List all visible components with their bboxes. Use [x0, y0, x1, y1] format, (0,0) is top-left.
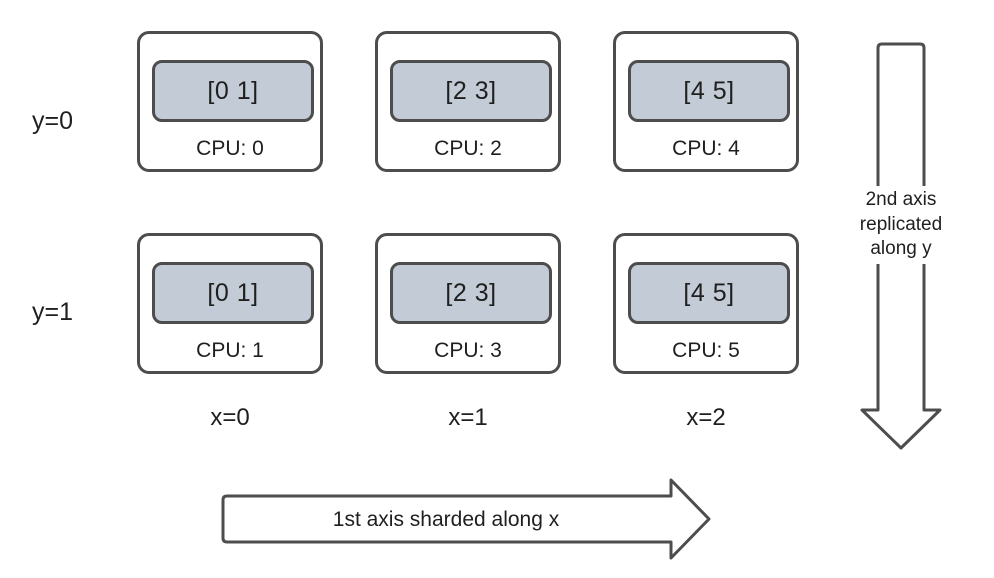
horizontal-arrow-caption: 1st axis sharded along x: [332, 508, 560, 531]
vertical-arrow-caption: 2nd axis replicated along y: [831, 186, 971, 264]
horizontal-sharding-arrow: [221, 478, 711, 560]
cpu-card-y0-x2[interactable]: [4 5] CPU: 4: [613, 31, 799, 172]
col-label-x2: x=2: [686, 404, 726, 431]
row-label-y0: y=0: [32, 107, 74, 135]
vertical-arrow-caption-line3: along y: [870, 238, 932, 259]
shard-chip: [4 5]: [628, 262, 790, 324]
shard-chip-label: [4 5]: [683, 76, 735, 105]
cpu-caption: CPU: 1: [196, 339, 264, 362]
shard-chip-label: [2 3]: [445, 76, 497, 105]
cpu-caption: CPU: 5: [672, 339, 740, 362]
cpu-card-y1-x1[interactable]: [2 3] CPU: 3: [375, 233, 561, 374]
shard-chip: [4 5]: [628, 60, 790, 122]
vertical-arrow-caption-line2: replicated: [859, 213, 943, 235]
cpu-caption: CPU: 4: [672, 137, 740, 160]
shard-chip: [0 1]: [152, 60, 314, 122]
cpu-caption: CPU: 0: [196, 137, 264, 160]
col-label-x0: x=0: [210, 404, 250, 431]
shard-chip: [2 3]: [390, 60, 552, 122]
shard-chip-label: [0 1]: [207, 76, 259, 105]
row-label-y1: y=1: [32, 298, 74, 326]
horizontal-arrow-shape: [221, 478, 711, 560]
cpu-caption: CPU: 2: [434, 137, 502, 160]
cpu-card-y0-x1[interactable]: [2 3] CPU: 2: [375, 31, 561, 172]
vertical-arrow-caption-line1: 2nd axis: [865, 189, 937, 210]
shard-chip-label: [0 1]: [207, 278, 259, 307]
col-label-x1: x=1: [448, 404, 488, 431]
cpu-card-y1-x0[interactable]: [0 1] CPU: 1: [137, 233, 323, 374]
shard-chip: [0 1]: [152, 262, 314, 324]
shard-chip: [2 3]: [390, 262, 552, 324]
cpu-card-y1-x2[interactable]: [4 5] CPU: 5: [613, 233, 799, 374]
shard-chip-label: [2 3]: [445, 278, 497, 307]
shard-chip-label: [4 5]: [683, 278, 735, 307]
cpu-card-y0-x0[interactable]: [0 1] CPU: 0: [137, 31, 323, 172]
cpu-caption: CPU: 3: [434, 339, 502, 362]
